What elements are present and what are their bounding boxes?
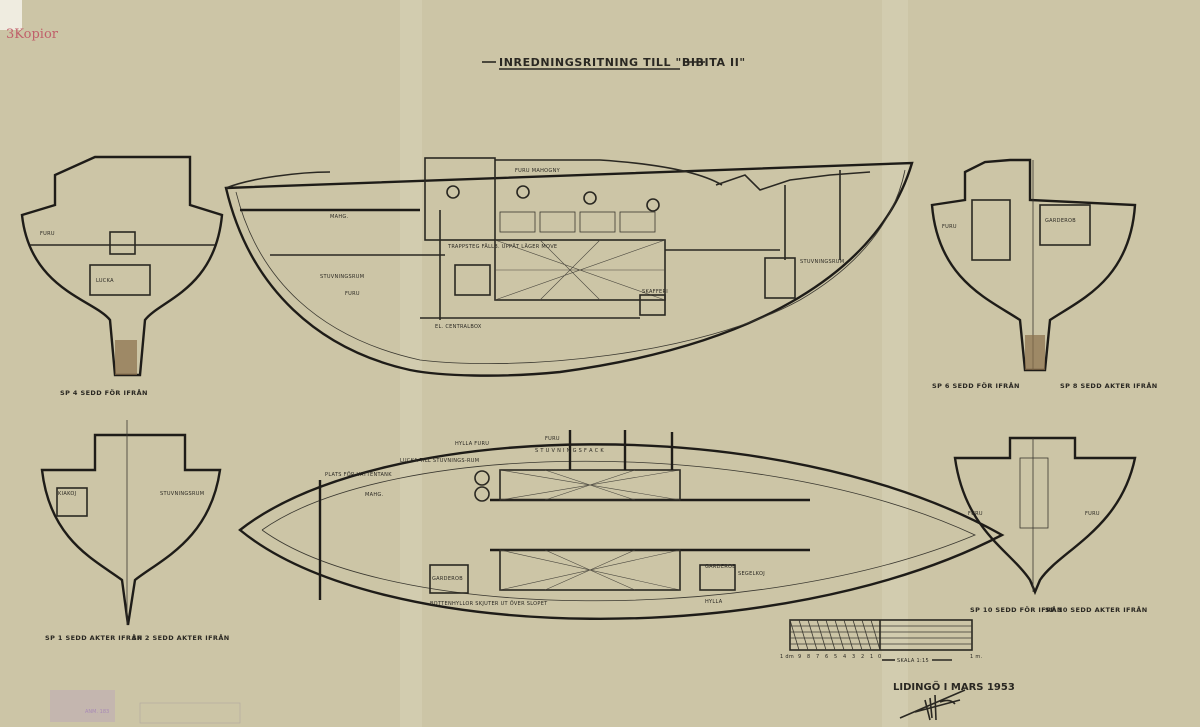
- scale-tick: 8: [807, 654, 810, 660]
- label: MAHG.: [330, 214, 349, 220]
- scale-tick: 5: [834, 654, 837, 660]
- section-sp6-sp8: FURU GARDEROB SP 6 SEDD FÖR IFRÅN SP 8 S…: [930, 158, 1158, 390]
- section-caption: SP 6 SEDD FÖR IFRÅN: [932, 381, 1020, 390]
- drawing-title: INREDNINGSRITNING TILL "BIBITA II": [482, 56, 746, 70]
- label: SEGELKOJ: [738, 571, 765, 577]
- label: MAHG.: [365, 492, 384, 498]
- section-caption: SP 2 SEDD AKTER IFRÅN: [132, 633, 230, 642]
- scale-tick: 1: [870, 654, 873, 660]
- archive-stamp: ANM. 183: [50, 690, 241, 724]
- label: STUVNINGSRUM: [320, 274, 364, 280]
- label: BOTTENHYLLOR SKJUTER UT ÖVER SLOPET: [430, 600, 548, 607]
- label: LUCKA: [96, 278, 114, 284]
- label: GARDEROB: [432, 576, 463, 582]
- scale-tick: 2: [861, 654, 864, 660]
- label: SKAFFERI: [642, 289, 668, 295]
- section-caption: SP 10 SEDD AKTER IFRÅN: [1045, 605, 1148, 614]
- label: STUVNINGSRUM: [160, 491, 204, 497]
- scale-tick: 0: [878, 654, 881, 660]
- scale-tick: 6: [825, 654, 828, 660]
- scale-bar: 1 dm 9 8 7 6 5 4 3 2 1 0 1 m. SKALA 1:15: [780, 619, 983, 664]
- scale-tick: 3: [852, 654, 855, 660]
- corner-tear: [0, 0, 22, 30]
- label: HYLLA: [705, 599, 723, 605]
- label: FURU: [40, 231, 55, 237]
- label: KIAKOJ: [58, 491, 76, 497]
- label: FURU MAHOGNY: [515, 168, 561, 174]
- scale-tick: 1 dm: [780, 654, 794, 660]
- section-caption: SP 1 SEDD AKTER IFRÅN: [45, 633, 143, 642]
- section-sp10: FURU FURU SP 10 SEDD FÖR IFRÅN SP 10 SED…: [953, 436, 1148, 614]
- fold-stripe: [400, 0, 422, 727]
- scale-end-label: 1 m.: [970, 654, 983, 660]
- section-caption: SP 8 SEDD AKTER IFRÅN: [1060, 381, 1158, 390]
- profile-view: MAHG. FURU MAHOGNY STUVNINGSRUM FURU TRA…: [224, 157, 914, 377]
- label: S T U V N I N G S F A C K: [535, 448, 604, 454]
- label: EL. CENTRALBOX: [435, 324, 482, 330]
- label: HYLLA FURU: [455, 441, 489, 447]
- scale-tick: 7: [816, 654, 819, 660]
- label: FURU: [942, 224, 957, 230]
- label: LUCKA TILL STUVNINGS-RUM: [400, 458, 479, 464]
- label: PLATS FÖR VATTENTANK: [325, 471, 392, 478]
- section-caption: SP 10 SEDD FÖR IFRÅN: [970, 605, 1063, 614]
- label: GARDEROB: [705, 564, 736, 570]
- scale-label: SKALA 1:15: [897, 658, 929, 664]
- stamp-text: ANM. 183: [85, 709, 109, 715]
- plan-view: HYLLA FURU S T U V N I N G S F A C K FUR…: [238, 430, 1005, 620]
- label: GARDEROB: [1045, 218, 1076, 224]
- label: FURU: [968, 511, 983, 517]
- section-caption: SP 4 SEDD FÖR IFRÅN: [60, 388, 148, 397]
- fold-stripe: [882, 0, 908, 727]
- label: STUVNINGSRUM: [800, 259, 844, 265]
- label: FURU: [545, 436, 560, 442]
- place-date: LIDINGÖ I MARS 1953: [893, 679, 1015, 693]
- title-text: INREDNINGSRITNING TILL "BIBITA II": [499, 56, 746, 69]
- label: FURU: [345, 291, 360, 297]
- scale-tick: 4: [843, 654, 846, 660]
- section-sp1-sp2: KIAKOJ STUVNINGSRUM SP 1 SEDD AKTER IFRÅ…: [40, 420, 230, 642]
- section-sp4: FURU LUCKA SP 4 SEDD FÖR IFRÅN: [20, 155, 224, 397]
- label: TRAPPSTEG FÄLLB. UPPÅT LÄGER MOVE: [447, 243, 557, 250]
- scale-tick: 9: [798, 654, 801, 660]
- handwritten-note: 3Kopior: [6, 27, 59, 42]
- label: FURU: [1085, 511, 1100, 517]
- signature: [899, 689, 966, 721]
